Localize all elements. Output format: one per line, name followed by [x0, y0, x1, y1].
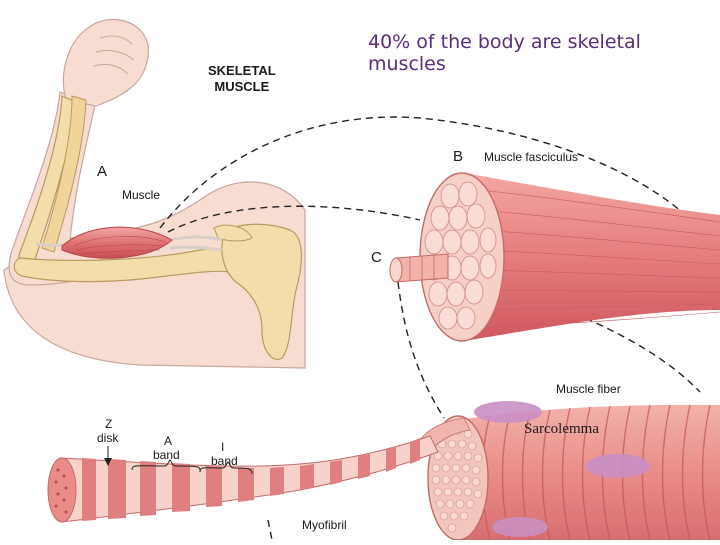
title-line-2: MUSCLE — [214, 79, 270, 94]
label-i-band-line-1: I — [221, 440, 225, 454]
connector-muscle-to-fasciculus-bottom — [167, 205, 421, 233]
scapula-bone — [221, 223, 302, 360]
label-muscle: Muscle — [122, 188, 161, 202]
muscle-fasciculus — [419, 172, 720, 342]
muscle-fiber — [419, 401, 720, 541]
label-muscle-fasciculus: Muscle fasciculus — [484, 150, 579, 164]
fasciculus-body — [470, 174, 720, 340]
arm-illustration — [3, 19, 306, 369]
biceps-striations — [73, 236, 167, 255]
fasciculus-striations — [479, 189, 720, 329]
title-line-1: SKELETAL — [208, 63, 276, 78]
fiber-segment-c — [389, 253, 449, 283]
nucleus-top — [474, 401, 542, 423]
nucleus-bottom — [492, 517, 548, 537]
diagram-title: SKELETAL MUSCLE — [208, 63, 276, 95]
z-disk-arrowhead — [104, 458, 112, 466]
label-b: B — [453, 148, 464, 165]
myofibril-bands — [82, 438, 420, 521]
label-a-band-line-1: A — [164, 434, 173, 448]
finger-lines — [93, 35, 135, 75]
connector-muscle-to-fasciculus-top — [159, 116, 683, 229]
fiber-c-end — [389, 257, 403, 283]
myofibril-end — [47, 457, 77, 523]
i-band-brace — [199, 461, 253, 475]
label-z-line-2: disk — [97, 431, 119, 445]
label-i-band-line-2: band — [211, 454, 238, 468]
a-band-brace — [131, 459, 201, 471]
ulna-bone — [41, 95, 87, 253]
acromion — [213, 224, 253, 242]
caption-text: 40% of the body are skeletal muscles — [368, 31, 641, 75]
myofilament-dots — [54, 468, 68, 514]
humerus-bone — [13, 248, 233, 283]
label-myofibril: Myofibril — [302, 518, 347, 532]
myofibril — [47, 435, 439, 523]
label-c: C — [371, 249, 382, 266]
label-sarcolemma: Sarcolemma — [524, 421, 599, 437]
fist — [62, 19, 150, 107]
label-muscle-fiber: Muscle fiber — [556, 382, 621, 396]
myofibril-ends — [431, 425, 483, 533]
connector-fasciculus-to-fiber-left — [397, 281, 445, 419]
nucleus-mid — [586, 454, 650, 478]
label-a: A — [97, 163, 108, 180]
connector-fiber-to-myofibril — [267, 519, 273, 541]
label-a-band-line-2: band — [153, 448, 180, 462]
label-z-line-1: Z — [105, 417, 113, 431]
